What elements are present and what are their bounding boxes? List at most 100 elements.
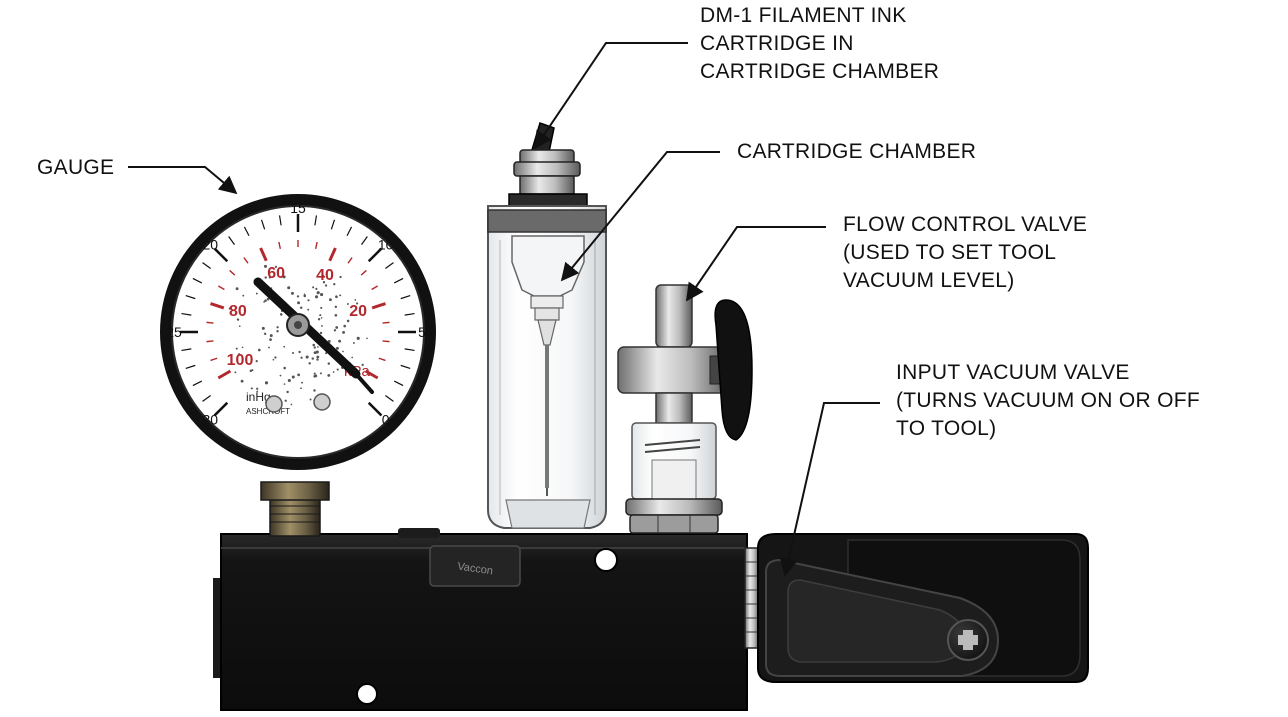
gauge-inner-tick	[328, 247, 337, 262]
gauge-speckle-dot	[352, 342, 355, 344]
gauge-speckle-dot	[319, 314, 322, 317]
gauge-outer-label: 30	[203, 412, 219, 428]
gauge-inner-tick	[243, 257, 249, 264]
gauge-speckle-dot	[317, 346, 319, 348]
gauge-speckle-dot	[317, 318, 321, 321]
gauge-outer-tick	[278, 215, 282, 226]
input-valve-callout-line-3: TO TOOL)	[896, 417, 997, 440]
chamber-callout: CARTRIDGE CHAMBER	[737, 138, 976, 166]
gauge-speckle-dot	[236, 318, 240, 321]
gauge-outer-tick	[385, 262, 394, 270]
gauge-speckle-dot	[283, 383, 286, 385]
gauge-speckle-dot	[264, 276, 267, 279]
gauge-inner-tick	[360, 269, 367, 276]
gauge-outer-tick	[213, 401, 229, 417]
gauge-outer-tick	[192, 277, 203, 284]
gauge-speckle-dot	[335, 326, 339, 329]
flow-valve-leader	[685, 226, 826, 302]
gauge-speckle-dot	[354, 299, 357, 301]
flow-valve-callout-line-2: (USED TO SET TOOL	[843, 241, 1057, 264]
gauge-speckle-dot	[263, 300, 266, 303]
gauge-speckle-dot	[250, 387, 253, 390]
gauge-speckle-dot	[317, 356, 320, 358]
flow-control-valve	[617, 284, 753, 534]
cartridge-leader	[533, 42, 688, 150]
gauge-speckle-dot	[313, 389, 316, 392]
gauge-outer-tick	[213, 247, 229, 263]
gauge-outer-tick	[202, 262, 211, 270]
block-tag-text: Vaccon	[457, 561, 494, 578]
input-vacuum-valve	[744, 533, 1089, 683]
gauge-speckle-dot	[315, 295, 319, 299]
gauge-leader	[128, 166, 238, 195]
gauge-speckle-dot	[313, 372, 316, 375]
gauge-inner-tick	[371, 285, 379, 291]
gauge-outer-label: 0	[382, 412, 390, 428]
gauge-speckle-dot	[342, 350, 344, 353]
chamber-callout-line-1: CARTRIDGE CHAMBER	[737, 140, 977, 163]
gauge-speckle-dot	[335, 346, 339, 350]
gauge-speckle-dot	[315, 287, 318, 290]
gauge-speckle-dot	[356, 336, 360, 340]
gauge-speckle-dot	[321, 325, 323, 327]
gauge-speckle-dot	[264, 299, 267, 302]
gauge-outer-tick	[185, 364, 196, 370]
gauge-speckle-dot	[327, 362, 331, 365]
gauge-speckle-dot	[335, 295, 338, 299]
gauge-speckle-dot	[320, 306, 323, 309]
gauge-speckle-dot	[325, 352, 328, 355]
gauge-speckle-dot	[307, 308, 310, 311]
gauge-inner-tick	[206, 340, 214, 343]
gauge-speckle-dot	[346, 303, 349, 305]
gauge-speckle-dot	[256, 387, 259, 390]
gauge-outer-tick	[228, 236, 236, 245]
input-valve-leader	[779, 402, 880, 577]
gauge-inner-tick	[371, 302, 386, 310]
gauge-inner-tick	[382, 340, 390, 343]
gauge-outer-tick	[314, 215, 318, 226]
flow-valve-callout-line-3: VACUUM LEVEL)	[843, 269, 1015, 292]
gauge-inner-tick	[378, 357, 386, 362]
gauge-inner-label: 40	[316, 267, 334, 284]
gauge-outer-label: 10	[378, 236, 394, 252]
gauge-footer: ASHCROFT	[246, 407, 290, 416]
gauge-speckle-dot	[319, 372, 322, 375]
gauge-speckle-dot	[297, 301, 301, 305]
gauge-speckle-dot	[297, 373, 300, 377]
gauge-speckle-dot	[313, 375, 316, 378]
gauge-speckle-dot	[334, 305, 338, 309]
gauge-speckle-dot	[301, 381, 304, 384]
gauge-speckle-dot	[276, 330, 279, 333]
gauge-speckle-dot	[228, 307, 232, 310]
gauge-speckle-dot	[313, 346, 316, 349]
input-valve-callout: INPUT VACUUM VALVE (TURNS VACUUM ON OR O…	[896, 359, 1200, 443]
gauge-inner-label: 100	[227, 352, 254, 369]
gauge-callout-line-1: GAUGE	[37, 156, 115, 179]
gauge-speckle-dot	[242, 294, 245, 297]
gauge-inner-label: 60	[267, 265, 285, 282]
gauge-inner-tick	[217, 285, 225, 291]
gauge-outer-tick	[185, 294, 196, 300]
gauge-speckle-dot	[238, 325, 241, 328]
gauge-speckle-dot	[320, 317, 323, 319]
gauge-outer-tick	[404, 312, 415, 316]
gauge-speckle-dot	[328, 298, 332, 302]
cartridge-callout-line-2: CARTRIDGE IN	[700, 32, 854, 55]
gauge-inner-tick	[278, 241, 282, 250]
gauge-speckle-dot	[276, 326, 279, 329]
gauge-speckle-dot	[321, 274, 325, 277]
gauge-outer-label: 5	[418, 324, 426, 340]
gauge-speckle-dot	[305, 355, 309, 359]
gauge-speckle-dot	[287, 378, 291, 383]
gauge-outer-label: 15	[290, 200, 306, 216]
gauge-outer-tick	[360, 236, 368, 245]
gauge-speckle-dot	[336, 368, 339, 371]
gauge-speckle-dot	[309, 398, 312, 401]
gauge-inner-tick	[314, 241, 318, 250]
gauge-speckle-dot	[257, 348, 261, 352]
gauge-speckle-dot	[274, 356, 277, 359]
gauge-speckle-dot	[268, 276, 272, 279]
gauge-speckle-dot	[334, 313, 338, 317]
